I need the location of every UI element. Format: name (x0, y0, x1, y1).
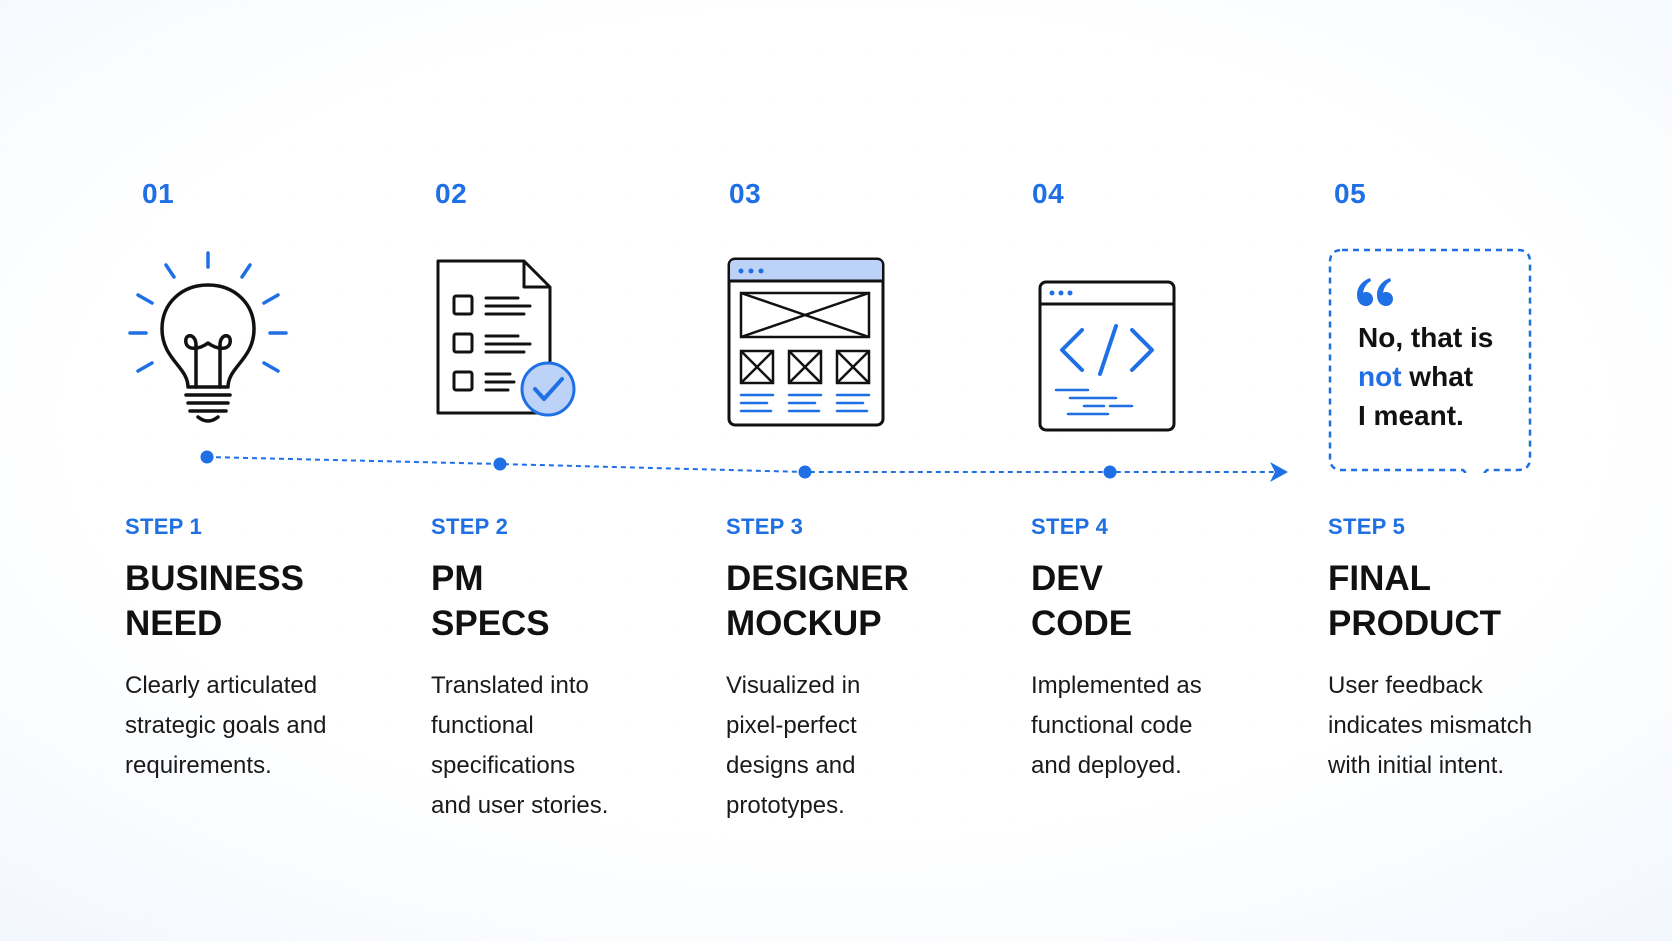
step-title: FINAL PRODUCT (1328, 556, 1628, 646)
quote-line-2-rest: what (1401, 361, 1474, 392)
quote-accent-word: not (1358, 361, 1402, 392)
step-column-1: STEP 1 BUSINESS NEED Clearly articulated… (125, 512, 415, 786)
step-number-5: 05 (1334, 178, 1367, 209)
step-title-line: MOCKUP (726, 604, 882, 643)
step-label: STEP 2 (431, 514, 509, 539)
step-label: STEP 4 (1031, 514, 1109, 539)
step-description-line: and deployed. (1031, 752, 1182, 779)
step-description-line: User feedback (1328, 672, 1483, 699)
quote-line-3: I meant. (1358, 400, 1464, 431)
step-column-4: STEP 4 DEV CODE Implemented as functiona… (1031, 512, 1321, 786)
lightbulb-icon (128, 251, 288, 423)
checklist-document-icon (436, 259, 576, 417)
quote-text: No, that is not what I meant. (1358, 318, 1493, 435)
step-description-line: Implemented as (1031, 672, 1202, 699)
step-title-line: DESIGNER (726, 559, 909, 598)
step-title-line: BUSINESS (125, 559, 304, 598)
step-description-line: and user stories. (431, 792, 609, 819)
step-title-line: FINAL (1328, 559, 1432, 598)
step-description-line: Clearly articulated (125, 672, 318, 699)
step-description: Visualized in pixel-perfect designs and … (726, 666, 1016, 826)
step-number-3: 03 (729, 178, 762, 209)
quote-line-2: not what (1358, 357, 1493, 396)
step-description-line: strategic goals and (125, 712, 327, 739)
step-title: BUSINESS NEED (125, 556, 415, 646)
step-description-line: designs and (726, 752, 856, 779)
step-number-1: 01 (142, 178, 175, 209)
step-title: DEV CODE (1031, 556, 1321, 646)
timeline-arrow-head (1270, 462, 1288, 482)
step-number-4: 04 (1032, 178, 1065, 209)
quote-line-1: No, that is (1358, 322, 1494, 353)
speech-bubble-quote-icon: No, that is not what I meant. (1328, 248, 1532, 473)
timeline-node-1 (200, 450, 214, 464)
step-description-line: specifications (431, 752, 576, 779)
step-title-line: SPECS (431, 604, 550, 643)
step-label: STEP 3 (726, 514, 804, 539)
step-description-line: Visualized in (726, 672, 861, 699)
timeline-node-4 (1103, 465, 1117, 479)
step-description-line: functional (431, 712, 534, 739)
step-column-2: STEP 2 PM SPECS Translated into function… (431, 512, 721, 826)
step-description-line: prototypes. (726, 792, 845, 819)
step-column-3: STEP 3 DESIGNER MOCKUP Visualized in pix… (726, 512, 1016, 826)
step-description: Clearly articulated strategic goals and … (125, 666, 415, 786)
step-description: Implemented as functional code and deplo… (1031, 666, 1321, 786)
step-description-line: functional code (1031, 712, 1193, 739)
step-title: DESIGNER MOCKUP (726, 556, 1016, 646)
step-description-line: pixel-perfect (726, 712, 857, 739)
step-description-line: Translated into (431, 672, 589, 699)
step-description-line: with initial intent. (1328, 752, 1505, 779)
step-title-line: PM (431, 559, 484, 598)
step-description: User feedback indicates mismatch with in… (1328, 666, 1628, 786)
timeline-node-3 (798, 465, 812, 479)
quote-mark-icon (1357, 278, 1393, 306)
timeline-node-2 (493, 457, 507, 471)
step-description-line: indicates mismatch (1328, 712, 1533, 739)
step-title-line: PRODUCT (1328, 604, 1502, 643)
step-number-2: 02 (435, 178, 468, 209)
wireframe-mockup-icon (727, 257, 885, 427)
step-description-line: requirements. (125, 752, 272, 779)
step-label: STEP 1 (125, 514, 203, 539)
step-title-line: DEV (1031, 559, 1103, 598)
step-title-line: NEED (125, 604, 223, 643)
code-window-icon (1038, 280, 1176, 432)
step-title: PM SPECS (431, 556, 721, 646)
step-label: STEP 5 (1328, 514, 1406, 539)
step-column-5: STEP 5 FINAL PRODUCT User feedback indic… (1328, 512, 1628, 786)
step-title-line: CODE (1031, 604, 1133, 643)
step-description: Translated into functional specification… (431, 666, 721, 826)
